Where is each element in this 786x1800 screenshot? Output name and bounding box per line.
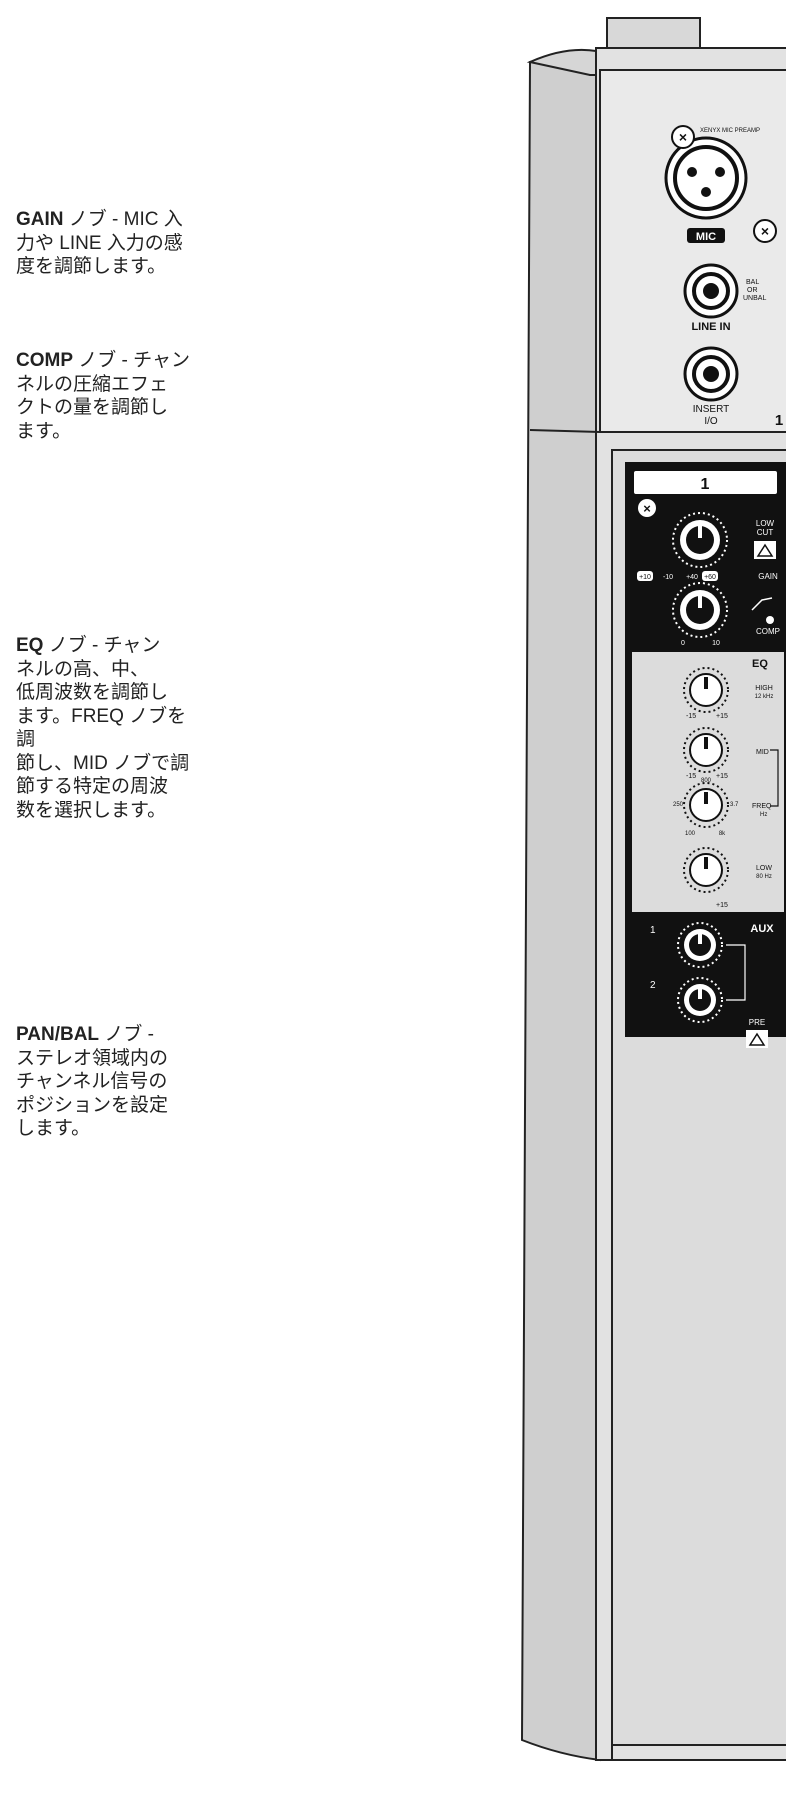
eq-low-knob[interactable] [683,847,729,893]
gain-scale-label: -10 [663,574,673,581]
freq-scale-label: 8k [719,831,726,837]
aux-number: 1 [650,925,656,936]
pan-callout-line: ステレオ領域内の [16,1047,169,1069]
eq-callout-line: 節し、MID ノブで調 [16,752,190,774]
eq-callout-title: EQ [16,635,44,656]
eq-scale-label: -15 [686,713,696,720]
gain-callout-line: ノブ - MIC 入 [63,209,183,230]
eq-freq-label: FREQ [752,803,772,810]
eq-scale-label: +15 [716,713,728,720]
bal-label: BAL [746,279,759,286]
pan-callout-line: ノブ - [99,1024,154,1045]
eq-high-knob[interactable] [683,667,729,713]
mid-freq-bracket [770,749,779,807]
aux-2-knob[interactable] [677,977,723,1023]
freq-scale-label: 100 [685,831,696,837]
eq-callout-line: ます。FREQ ノブを調 [16,705,187,751]
pre-button[interactable] [746,1030,768,1048]
pan-callout-line: チャンネル信号の [16,1071,168,1092]
comp-callout-title: COMP [16,350,73,371]
unbal-label: UNBAL [743,295,766,302]
freq-scale-label: 250 [673,802,684,808]
eq-callout: EQ ノブ - チャン ネルの高、中、 低周波数を調節し ます。FREQ ノブを… [16,634,196,822]
svg-text:×: × [761,223,769,239]
aux-label: AUX [750,923,774,935]
gain-scale: +10 -10 +40 +60 [637,571,718,581]
channel-scribble-strip [632,469,779,496]
eq-callout-line: 節する特定の周波 [16,776,169,797]
comp-curve-icon [751,597,773,611]
or-label: OR [747,287,758,294]
eq-high-freq: 12 kHz [755,694,774,700]
gain-callout-line: 力や LINE 入力の感 [16,232,183,254]
eq-freq-knob[interactable] [683,782,729,828]
comp-label: COMP [756,627,780,636]
comp-led-icon [766,616,774,624]
gain-scale-label: +60 [704,574,716,581]
pre-label: PRE [749,1018,765,1027]
eq-label: EQ [752,658,768,670]
channel-number-top: 1 [775,412,783,429]
mic-preamp-label: XENYX MIC PREAMP [700,128,760,134]
aux-number: 2 [650,980,656,991]
eq-callout-line: ノブ - チャン [43,635,161,656]
comp-callout-line: クトの量を調節し [16,397,169,418]
eq-scale-label: +15 [716,902,728,909]
eq-low-freq: 80 Hz [756,874,772,880]
svg-text:×: × [643,501,651,516]
eq-scale-label: +15 [716,773,728,780]
line-in-label: LINE IN [691,321,730,333]
pan-callout-line: します。 [16,1118,91,1139]
eq-freq-hz: Hz [760,812,767,818]
low-cut-button[interactable] [754,541,776,559]
eq-mid-knob[interactable] [683,727,729,773]
low-cut-label-cut: CUT [757,528,774,537]
eq-callout-line: 低周波数を調節し [16,682,169,703]
mic-xlr-input[interactable]: × × XENYX MIC PREAMP [664,125,777,243]
gain-callout: GAIN ノブ - MIC 入 力や LINE 入力の感 度を調節します。 [16,208,196,279]
comp-callout-line: ノブ - チャン [73,350,190,371]
eq-mid-label: MID [756,749,769,756]
eq-low-label: LOW [756,865,772,872]
freq-scale-label: 800 [701,778,712,784]
pan-callout-title: PAN/BAL [16,1024,100,1045]
eq-callout-line: 数を選択します。 [16,799,167,821]
comp-callout: COMP ノブ - チャン ネルの圧縮エフェ クトの量を調節し ます。 [16,349,196,443]
gain-callout-title: GAIN [16,209,64,230]
insert-jack[interactable] [683,346,739,402]
aux-pre-bracket [726,944,746,1001]
comp-scale-label: 10 [712,640,720,647]
channel-number-strip: 1 [701,476,710,493]
comp-callout-line: ネルの圧縮エフェ [16,373,169,395]
io-label: I/O [704,416,718,427]
svg-text:×: × [679,129,687,145]
gain-label: GAIN [758,572,778,581]
freq-scale-label: 3.7 [730,802,739,808]
comp-scale-label: 0 [681,640,685,647]
gain-scale-label: +10 [639,574,651,581]
pan-callout: PAN/BAL ノブ - ステレオ領域内の チャンネル信号の ポジションを設定 … [16,1023,196,1141]
aux-1-knob[interactable] [677,922,723,968]
mic-label: MIC [696,231,716,243]
insert-label: INSERT [693,404,730,415]
gain-knob[interactable] [672,512,728,568]
channel-screw-icon [638,499,656,517]
eq-high-label: HIGH [755,685,773,692]
comp-callout-line: ます。 [16,420,72,442]
eq-callout-line: ネルの高、中、 [16,658,150,680]
gain-scale-label: +40 [686,574,698,581]
eq-scale-label: -15 [686,773,696,780]
low-cut-label-low: LOW [756,519,775,528]
comp-knob[interactable] [672,582,728,638]
gain-callout-line: 度を調節します。 [16,256,167,277]
line-in-jack[interactable] [683,263,739,319]
pan-callout-line: ポジションを設定 [16,1094,169,1116]
